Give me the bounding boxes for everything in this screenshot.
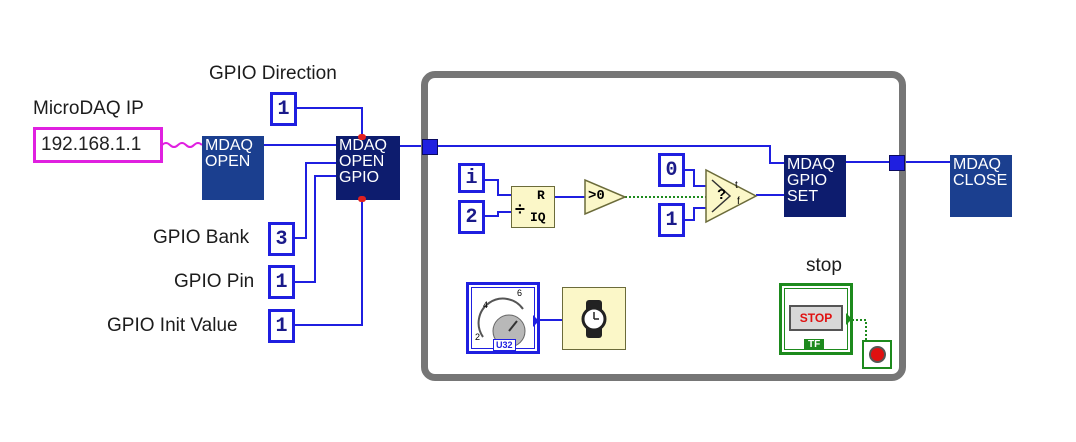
mdaq-open-gpio-line-1: MDAQ [339,137,387,154]
divide-icon: ÷ [515,199,525,219]
stop-button[interactable]: STOP [789,305,843,331]
ip-wire [161,142,203,148]
divisor-constant[interactable]: 2 [458,200,485,234]
dial-tick-6: 6 [517,288,523,298]
gpio-pin-control[interactable]: 1 [268,265,295,299]
direction-wire [297,107,363,138]
true-value-wire [685,207,706,221]
init-terminal-icon [358,196,366,202]
gpio-init-value-control[interactable]: 1 [268,309,295,343]
loop-tunnel-in [422,139,438,155]
mdaq-close-line-2: CLOSE [953,172,1008,189]
gpio-direction-control[interactable]: 1 [270,92,297,126]
bank-wire [295,162,338,239]
mdaq-open-line-2: OPEN [205,153,251,170]
false-value-wire [685,169,706,187]
gpio-init-value-label: GPIO Init Value [107,315,238,336]
select-t-label: t [735,180,738,191]
select-f-label: f [737,196,740,207]
mdaq-open-line-1: MDAQ [205,137,253,154]
stop-label: stop [806,255,842,276]
mdaq-gpio-set-line-3: SET [787,188,819,205]
stop-wire [852,319,867,345]
microdaq-ip-control[interactable]: 192.168.1.1 [33,127,163,163]
gpio-bank-label: GPIO Bank [153,227,250,248]
gpio-bank-control[interactable]: 3 [268,222,295,256]
mdaq-gpio-set-line-1: MDAQ [787,156,835,173]
gpio-direction-label: GPIO Direction [209,63,337,84]
stop-if-true-icon [868,346,886,363]
mdaq-gpio-set-line-2: GPIO [787,172,828,189]
gpio-pin-label: GPIO Pin [174,271,255,292]
mdaq-close-line-1: MDAQ [953,156,1001,173]
microdaq-ip-label: MicroDAQ IP [33,98,144,119]
quotient-remainder-node[interactable]: R ÷ IQ [511,186,555,228]
mdaq-open-gpio-vi[interactable]: MDAQ OPEN GPIO [336,136,400,200]
direction-terminal-icon [358,134,366,140]
while-loop [421,71,906,381]
mdaq-gpio-set-vi[interactable]: MDAQ GPIO SET [784,155,846,217]
loop-condition-terminal[interactable] [862,340,892,369]
dial-output-arrow-icon [533,315,539,327]
connection-wire-3 [437,145,786,164]
true-value-constant[interactable]: 1 [658,203,685,237]
stop-button-text: STOP [799,311,833,325]
dial-type-label: U32 [493,339,516,351]
mdaq-open-gpio-line-2: OPEN [339,153,385,170]
watch-icon [581,300,607,338]
loop-tunnel-out [889,155,905,171]
init-value-wire [295,198,363,326]
divisor-wire [485,211,511,217]
mdaq-close-vi[interactable]: MDAQ CLOSE [950,155,1012,217]
mdaq-open-vi[interactable]: MDAQ OPEN [202,136,264,200]
false-value-constant[interactable]: 0 [658,153,685,187]
wait-ms-node[interactable] [562,287,626,350]
mdaq-open-gpio-line-3: GPIO [339,169,380,186]
dial-tick-2: 2 [475,332,481,342]
dial-tick-4: 4 [483,300,489,310]
stop-boolean-control[interactable]: STOP TF [779,283,853,355]
greater-than-zero-label: >0 [588,188,605,204]
iteration-terminal: i [458,163,485,193]
wait-time-dial-control[interactable]: 2 4 6 U32 [466,282,540,354]
select-question-label: ? [717,186,727,203]
iteration-wire [485,179,511,196]
stop-type-label: TF [804,339,825,350]
stop-output-arrow-icon [846,313,852,325]
integer-quotient-label: IQ [530,210,546,225]
remainder-label: R [537,188,545,203]
pin-wire [295,175,338,283]
